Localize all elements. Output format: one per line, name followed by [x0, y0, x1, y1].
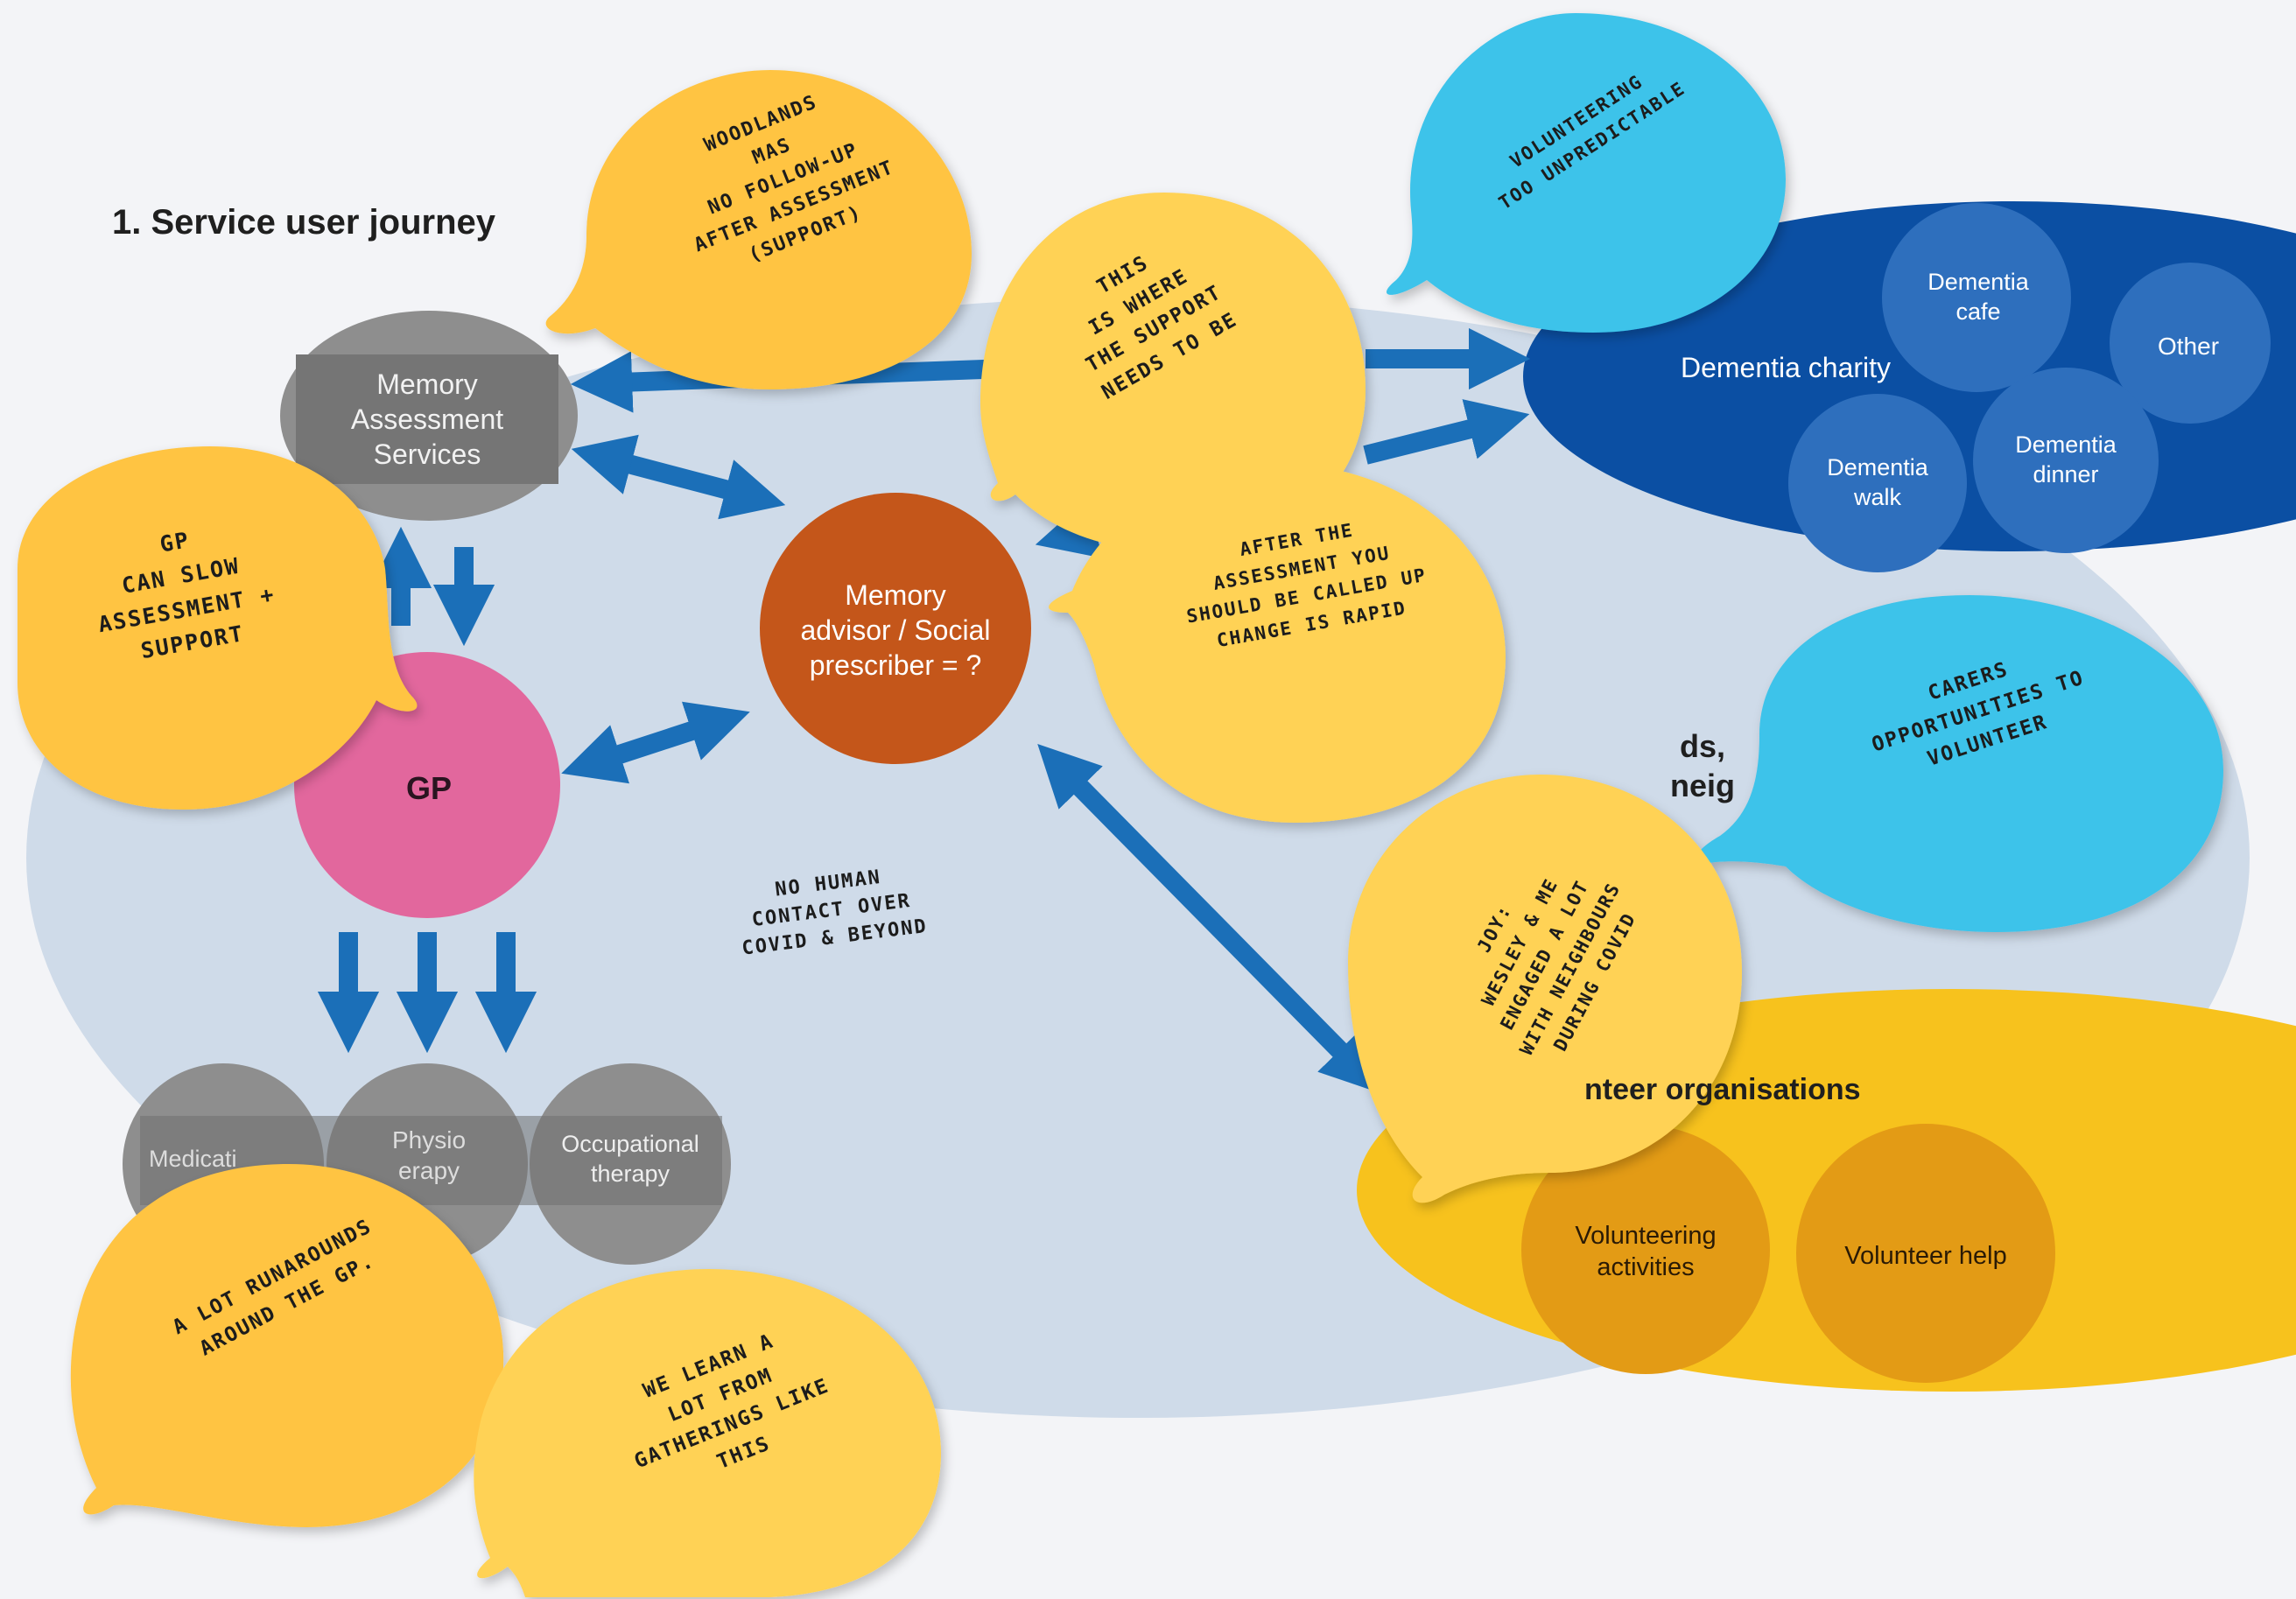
note-gp-slow-bubble: [18, 446, 418, 810]
volunteer-help-label: Volunteer help: [1844, 1241, 2007, 1270]
arrow-advisor-volunteer: [1037, 743, 1383, 1095]
occupational-label: Occupational therapy: [561, 1131, 699, 1187]
sticky-notes-group: [18, 13, 2223, 1597]
arrows-group: [317, 327, 1531, 1095]
note-runarounds-bubble: [70, 1164, 504, 1527]
note-after-assessment-bubble: [1049, 464, 1506, 823]
page-title: 1. Service user journey: [112, 203, 496, 242]
dementia-cafe-label: Dementia cafe: [1927, 269, 2029, 325]
volunteering-activities-label: Volunteering activities: [1575, 1221, 1717, 1281]
friends-neighbours-label: ds, neig: [1669, 728, 1735, 803]
arrow-gp-advisor: [561, 701, 750, 784]
dementia-dinner-circle: [1973, 368, 2159, 553]
dementia-charity-label: Dementia charity: [1680, 352, 1892, 383]
dementia-dinner-label: Dementia dinner: [2015, 431, 2117, 487]
memory-advisor-label: Memory advisor / Social prescriber = ?: [800, 579, 991, 681]
arrow-to-charity-mid: [1363, 399, 1530, 465]
note-joy-bubble: [1348, 775, 1742, 1203]
volunteer-help-circle: [1796, 1124, 2055, 1383]
memory-advisor-node: [760, 493, 1031, 764]
note-support-bubble: [980, 193, 1366, 551]
note-gatherings-bubble: [474, 1269, 941, 1597]
medication-label: Medicati: [149, 1146, 237, 1173]
physio-label: Physio erapy: [391, 1126, 467, 1184]
volunteer-organisations-label: nteer organisations: [1584, 1072, 1861, 1106]
arrow-assessment-advisor: [571, 434, 786, 520]
note-carers-bubble: [1696, 595, 2223, 932]
other-label: Other: [2157, 332, 2220, 360]
dementia-walk-circle: [1788, 394, 1967, 572]
note-woodlands-bubble: [545, 70, 972, 389]
memory-assessment-label-box: [296, 354, 558, 484]
volunteering-activities-circle: [1521, 1126, 1770, 1374]
other-circle: [2110, 263, 2271, 424]
gp-label: GP: [405, 769, 452, 806]
memory-assessment-label: Memory Assessment Services: [350, 368, 504, 470]
dementia-cafe-circle: [1882, 203, 2071, 392]
dementia-walk-label: Dementia walk: [1827, 454, 1928, 510]
note-volunteering-bubble: [1386, 13, 1786, 333]
